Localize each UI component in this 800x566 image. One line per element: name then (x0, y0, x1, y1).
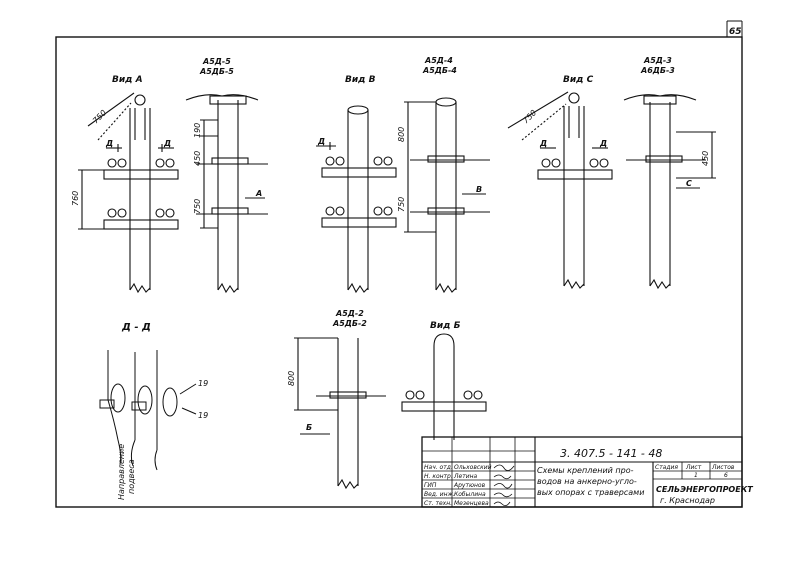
name-5: Мезенцева (454, 500, 489, 507)
title-block (421, 436, 743, 508)
name-2: Летина (453, 473, 478, 480)
section-dd-label: Д - Д (121, 322, 151, 333)
org-name: СЕЛЬЭНЕРГОПРОЕКТ (656, 485, 753, 494)
sheet-frame (55, 20, 743, 508)
view-a-label: Вид А (112, 75, 143, 85)
doc-title-2: водов на анкерно-угло- (537, 477, 637, 486)
assembly-a5d2: А5Д-2 (335, 309, 364, 318)
suspension-direction-2: подвеса (127, 459, 136, 494)
role-1: Нач. отд. (424, 464, 453, 471)
pole-a5d5-side (185, 94, 268, 294)
pole-a5d4-side (404, 97, 490, 294)
pole-view-c (507, 91, 613, 290)
dim-750-b: 750 (193, 199, 202, 214)
marker-a: А (255, 189, 262, 198)
role-2: Н. контр. (424, 473, 453, 480)
assembly-a5db2: А5ДБ-2 (332, 319, 367, 328)
callout-19-a: 19 (198, 379, 208, 388)
assembly-a5db5: А5ДБ-5 (199, 67, 234, 76)
view-b-label: Вид Б (430, 321, 461, 331)
signatures (493, 464, 515, 506)
dim-450: 450 (193, 151, 202, 166)
marker-b: Б (306, 423, 312, 432)
doc-code: 3. 407.5 - 141 - 48 (560, 447, 662, 460)
dim-450-b: 450 (701, 151, 710, 166)
doc-title-3: вых опорах с траверсами (537, 488, 644, 497)
marker-d-5: Д (599, 139, 607, 148)
marker-d-1: Д (105, 139, 113, 148)
pole-view-v (316, 105, 397, 294)
name-3: Арутюнов (453, 482, 486, 489)
assembly-a5db4: А5ДБ-4 (422, 66, 457, 75)
callout-19-b: 19 (198, 411, 208, 420)
role-5: Ст. техн. (424, 500, 452, 507)
sheets-total: 6 (724, 472, 728, 479)
col-sheet: Лист (685, 464, 702, 471)
name-4: Кобылина (454, 491, 486, 498)
role-3: ГИП (424, 482, 437, 489)
role-4: Вед. инж. (424, 491, 455, 498)
assembly-a5d3: А5Д-3 (643, 56, 672, 65)
marker-d-2: Д (163, 139, 171, 148)
dim-750-a: 750 (91, 108, 108, 125)
sheet-no: 1 (694, 472, 698, 479)
pole-view-b (401, 333, 487, 440)
pole-a5d3-side (623, 94, 716, 290)
assembly-a6db3: А6ДБ-3 (640, 66, 675, 75)
assembly-a5d5: А5Д-5 (202, 57, 231, 66)
dim-800-a: 800 (397, 127, 406, 142)
org-city: г. Краснодар (660, 496, 715, 505)
marker-c: С (686, 179, 692, 188)
view-c-label: Вид С (563, 75, 594, 85)
view-v-label: Вид В (345, 75, 376, 85)
col-sheets: Листов (711, 464, 735, 471)
section-dd-detail (99, 350, 197, 471)
name-1: Ольховский (454, 464, 492, 471)
marker-d-4: Д (539, 139, 547, 148)
dim-800-b: 800 (287, 371, 296, 386)
marker-v: В (476, 185, 482, 194)
assembly-a5d4: А5Д-4 (424, 56, 453, 65)
dim-760: 760 (71, 191, 80, 206)
pole-a5d2-side (294, 337, 386, 490)
pole-view-a (78, 92, 179, 294)
dim-190: 190 (193, 123, 202, 138)
page-number: 65 (729, 27, 742, 37)
doc-title-1: Схемы креплений про- (537, 466, 634, 475)
suspension-direction-1: Направление (117, 444, 126, 500)
col-stage: Стадия (655, 464, 678, 471)
dim-750-c: 750 (397, 197, 406, 212)
marker-d-3: Д (317, 137, 325, 146)
